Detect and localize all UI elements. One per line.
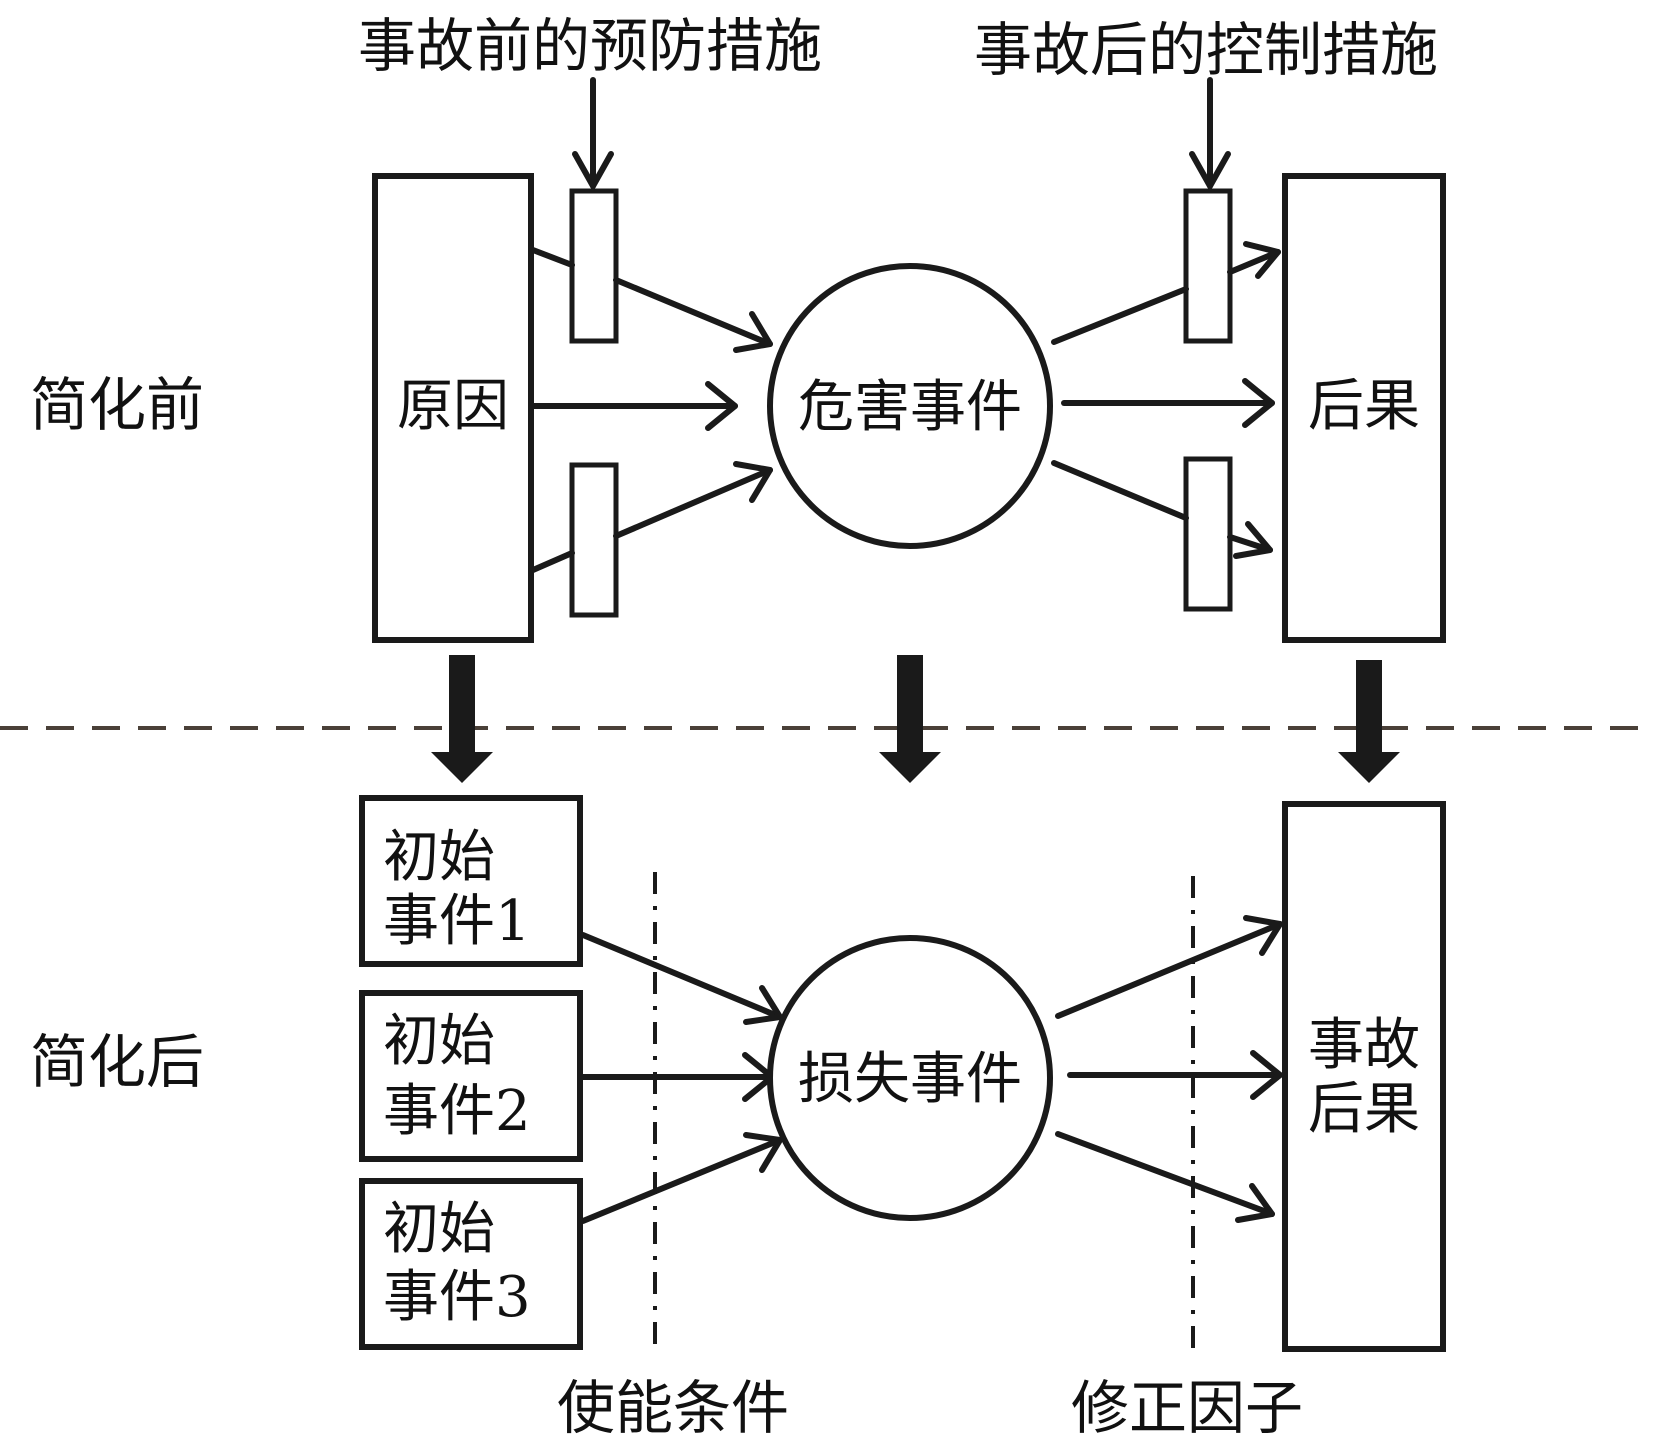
accident-consequence-line1: 事故	[1308, 1013, 1420, 1078]
enabling-conditions-label: 使能条件	[557, 1374, 789, 1442]
prevention-measures-label: 事故前的预防措施	[358, 12, 822, 80]
cause-to-hazard-upper-arrow	[530, 247, 773, 353]
accident-consequence-box	[1282, 801, 1446, 1352]
consequence-label: 后果	[1308, 374, 1420, 439]
consequence-box	[1282, 173, 1446, 643]
prevention-down-arrow	[572, 77, 614, 189]
hazard-to-consequence-lower-arrow	[1051, 460, 1273, 559]
prevention-gate-lower	[569, 462, 619, 618]
initiating-event-3-line1: 初始	[383, 1197, 495, 1262]
transition-arrow-cause	[431, 655, 493, 783]
initiating-event-3-box	[359, 1178, 583, 1350]
initiating-event-3-line2: 事件3	[383, 1265, 531, 1330]
transition-arrow-consequence	[1338, 660, 1400, 783]
loss-to-consequence-lower-arrow	[1055, 1131, 1275, 1223]
initiating-event-2-line2: 事件2	[383, 1079, 531, 1144]
cause-to-hazard-lower-arrow	[530, 461, 773, 573]
control-measures-label: 事故后的控制措施	[974, 16, 1438, 84]
control-gate-upper	[1183, 188, 1233, 344]
initiating-1-to-loss-arrow	[580, 932, 783, 1025]
initiating-3-to-loss-arrow	[580, 1132, 783, 1224]
modifying-factors-label: 修正因子	[1071, 1374, 1303, 1442]
control-down-arrow	[1189, 77, 1231, 189]
loss-to-consequence-upper-arrow	[1055, 915, 1283, 1019]
cause-to-hazard-middle-arrow	[530, 381, 738, 431]
initiating-2-to-loss-arrow	[580, 1052, 775, 1102]
hazard-to-consequence-upper-arrow	[1051, 241, 1281, 345]
prevention-gate-upper	[569, 188, 619, 344]
loss-event-label: 损失事件	[798, 1047, 1022, 1112]
accident-consequence-line2: 后果	[1308, 1077, 1420, 1142]
section-label-after: 简化后	[30, 1028, 204, 1096]
cause-label: 原因	[397, 374, 509, 439]
loss-event-circle	[767, 935, 1053, 1221]
initiating-event-1-line2: 事件1	[383, 889, 531, 954]
initiating-event-2-box	[359, 990, 583, 1162]
loss-to-consequence-middle-arrow	[1067, 1050, 1283, 1100]
hazard-event-label: 危害事件	[798, 375, 1022, 440]
control-gate-lower	[1183, 456, 1233, 612]
initiating-event-1-line1: 初始	[383, 825, 495, 890]
hazard-event-circle	[767, 263, 1053, 549]
hazard-to-consequence-middle-arrow	[1061, 378, 1275, 428]
initiating-event-1-box	[359, 795, 583, 967]
section-label-before: 简化前	[30, 371, 204, 439]
transition-arrow-event	[879, 655, 941, 783]
initiating-event-2-line1: 初始	[383, 1009, 495, 1074]
